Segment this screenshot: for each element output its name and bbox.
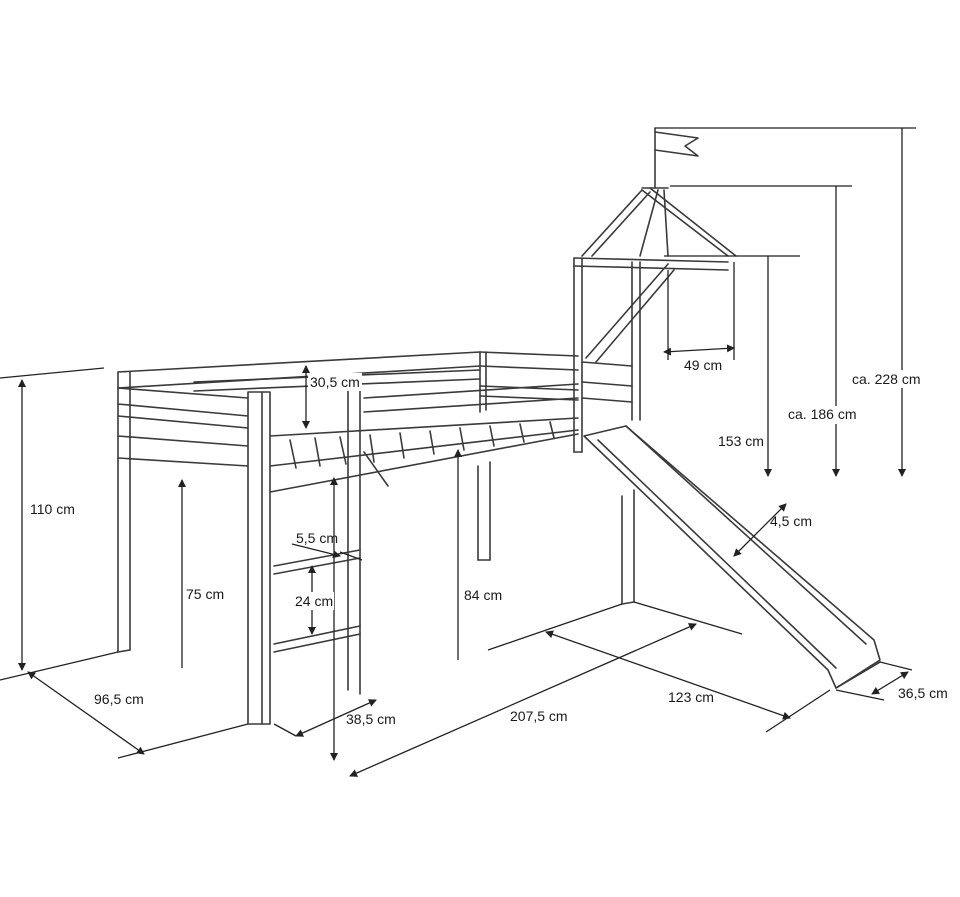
label-tower-roof-base: 153 cm xyxy=(718,433,764,449)
label-ladder-width: 38,5 cm xyxy=(346,711,396,727)
label-depth: 96,5 cm xyxy=(94,691,144,707)
label-slide-wall: 4,5 cm xyxy=(770,513,812,529)
label-guard-rail-height: 30,5 cm xyxy=(310,374,360,390)
tower-roof xyxy=(581,187,737,257)
label-under-bed-clearance: 75 cm xyxy=(186,586,224,602)
label-length: 207,5 cm xyxy=(510,708,568,724)
flag xyxy=(654,127,699,189)
label-tower-width: 49 cm xyxy=(684,357,722,373)
bed-frame xyxy=(117,127,881,725)
bed-slats xyxy=(289,421,555,469)
ladder-rungs xyxy=(273,549,361,653)
label-tower-roof-top: ca. 186 cm xyxy=(788,406,856,422)
dimension-labels: 110 cm 96,5 cm 75 cm 5,5 cm 24 cm 38,5 c… xyxy=(28,357,948,727)
label-slide-length: 123 cm xyxy=(668,689,714,705)
label-rung-thickness: 5,5 cm xyxy=(296,530,338,546)
label-height-total: 110 cm xyxy=(30,501,75,517)
label-flag-top: ca. 228 cm xyxy=(852,371,920,387)
label-center-clearance: 84 cm xyxy=(464,587,502,603)
label-slide-width: 36,5 cm xyxy=(898,685,948,701)
dimension-lines xyxy=(0,127,916,777)
label-rung-spacing: 24 cm xyxy=(295,593,333,609)
slide xyxy=(583,425,881,689)
